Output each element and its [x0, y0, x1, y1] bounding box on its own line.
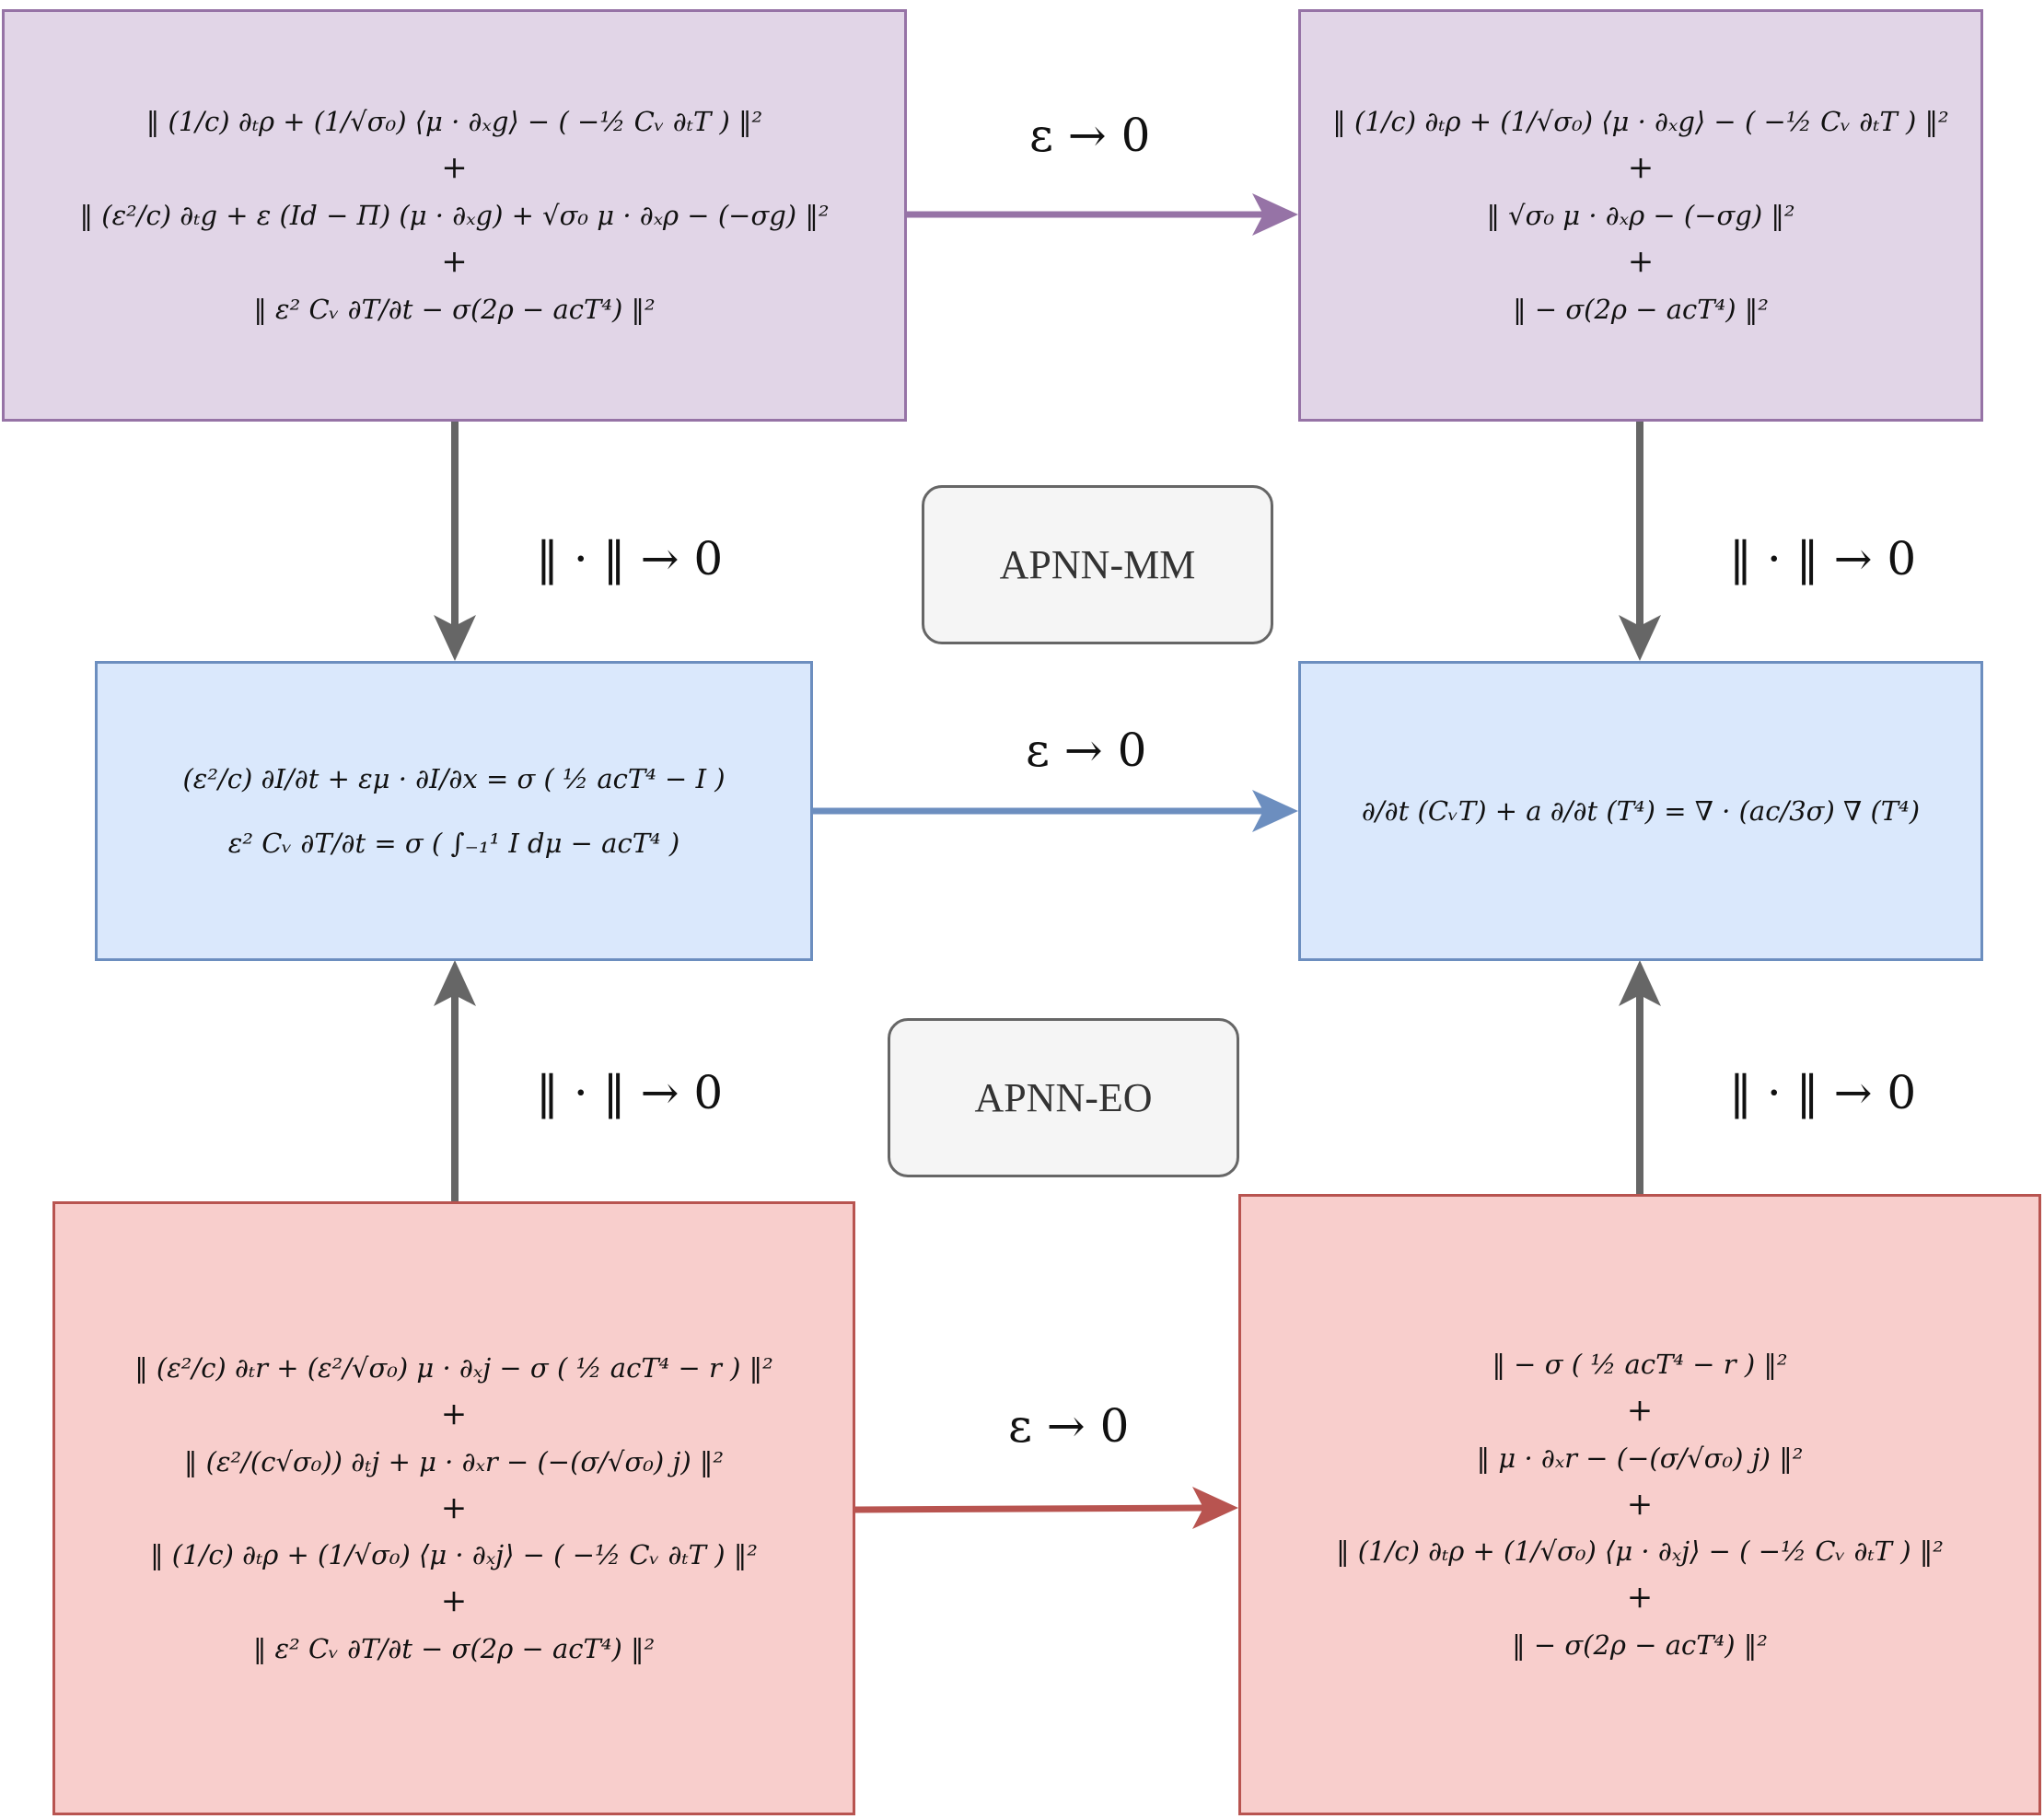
- arrow-norm-top-left: [434, 422, 476, 661]
- box-top-left-micro-macro-loss: ‖ (1/c) ∂ₜρ + (1/√σ₀) ⟨μ · ∂ₓg⟩ − ( −½ C…: [2, 9, 907, 422]
- tag-apnn-mm: APNN-MM: [922, 485, 1273, 644]
- box-top-right-limit-loss: ‖ (1/c) ∂ₜρ + (1/√σ₀) ⟨μ · ∂ₓg⟩ − ( −½ C…: [1298, 9, 1983, 422]
- equation-line: ‖ (1/c) ∂ₜρ + (1/√σ₀) ⟨μ · ∂ₓj⟩ − ( −½ C…: [150, 1539, 758, 1571]
- equation-line: ‖ (ε²/(c√σ₀)) ∂ₜj + μ · ∂ₓr − (−(σ/√σ₀) …: [183, 1445, 725, 1477]
- equation-line: ε² Cᵥ ∂T/∂t = σ ( ∫₋₁¹ I dμ − acT⁴ ): [227, 828, 680, 859]
- arrow-norm-top-right: [1619, 422, 1661, 661]
- plus-sign: +: [441, 149, 468, 187]
- label-eps-top: ε → 0: [1029, 109, 1151, 162]
- equation-line: ‖ √σ₀ μ · ∂ₓρ − (−σg) ‖²: [1486, 199, 1795, 231]
- equation-line: ‖ − σ(2ρ − acT⁴) ‖²: [1513, 293, 1769, 325]
- equation-line: ‖ (ε²/c) ∂ₜr + (ε²/√σ₀) μ · ∂ₓj − σ ( ½ …: [134, 1351, 773, 1384]
- plus-sign: +: [440, 1396, 468, 1433]
- equation-line: ‖ μ · ∂ₓr − (−(σ/√σ₀) j) ‖²: [1476, 1442, 1804, 1474]
- equation-line: ‖ (1/c) ∂ₜρ + (1/√σ₀) ⟨μ · ∂ₓg⟩ − ( −½ C…: [1332, 106, 1949, 138]
- equation-line: ∂/∂t (CᵥT) + a ∂/∂t (T⁴) = ∇ · (ac/3σ) ∇…: [1361, 794, 1921, 827]
- plus-sign: +: [1626, 1579, 1654, 1616]
- box-middle-left-transport-equation: (ε²/c) ∂I/∂t + εμ · ∂I/∂x = σ ( ½ acT⁴ −…: [95, 661, 813, 961]
- arrow-eps-bottom: [854, 1487, 1238, 1529]
- box-bottom-left-even-odd-loss: ‖ (ε²/c) ∂ₜr + (ε²/√σ₀) μ · ∂ₓj − σ ( ½ …: [52, 1201, 855, 1815]
- equation-line: ‖ (ε²/c) ∂ₜg + ε (Id − Π) (μ · ∂ₓg) + √σ…: [79, 199, 830, 231]
- equation-line: ‖ (1/c) ∂ₜρ + (1/√σ₀) ⟨μ · ∂ₓg⟩ − ( −½ C…: [145, 106, 763, 138]
- equation-line: ‖ ε² Cᵥ ∂T/∂t − σ(2ρ − acT⁴) ‖²: [253, 293, 656, 325]
- plus-sign: +: [1627, 149, 1655, 187]
- label-norm-bottom-right: ‖ · ‖ → 0: [1729, 1066, 1917, 1119]
- plus-sign: +: [1627, 243, 1655, 281]
- plus-sign: +: [1626, 1392, 1654, 1430]
- equation-line: (ε²/c) ∂I/∂t + εμ · ∂I/∂x = σ ( ½ acT⁴ −…: [182, 762, 726, 794]
- label-norm-bottom-left: ‖ · ‖ → 0: [536, 1066, 724, 1119]
- equation-line: ‖ − σ ( ½ acT⁴ − r ) ‖²: [1492, 1348, 1788, 1380]
- label-norm-top-right: ‖ · ‖ → 0: [1729, 532, 1917, 585]
- arrow-norm-bottom-left: [434, 960, 476, 1201]
- equation-line: ‖ − σ(2ρ − acT⁴) ‖²: [1512, 1628, 1768, 1661]
- label-eps-middle: ε → 0: [1026, 724, 1147, 777]
- tag-apnn-eo: APNN-EO: [888, 1018, 1239, 1177]
- arrow-norm-bottom-right: [1619, 960, 1661, 1194]
- arrow-eps-top: [907, 193, 1298, 236]
- box-bottom-right-limit-loss: ‖ − σ ( ½ acT⁴ − r ) ‖² + ‖ μ · ∂ₓr − (−…: [1238, 1194, 2041, 1815]
- plus-sign: +: [440, 1489, 468, 1526]
- arrow-eps-middle: [813, 790, 1298, 832]
- label-norm-top-left: ‖ · ‖ → 0: [536, 532, 724, 585]
- plus-sign: +: [440, 1582, 468, 1620]
- plus-sign: +: [1626, 1485, 1654, 1523]
- plus-sign: +: [441, 243, 468, 281]
- label-eps-bottom: ε → 0: [1008, 1399, 1130, 1453]
- equation-line: ‖ (1/c) ∂ₜρ + (1/√σ₀) ⟨μ · ∂ₓj⟩ − ( −½ C…: [1336, 1535, 1944, 1568]
- box-middle-right-diffusion-equation: ∂/∂t (CᵥT) + a ∂/∂t (T⁴) = ∇ · (ac/3σ) ∇…: [1298, 661, 1983, 961]
- equation-line: ‖ ε² Cᵥ ∂T/∂t − σ(2ρ − acT⁴) ‖²: [252, 1632, 656, 1664]
